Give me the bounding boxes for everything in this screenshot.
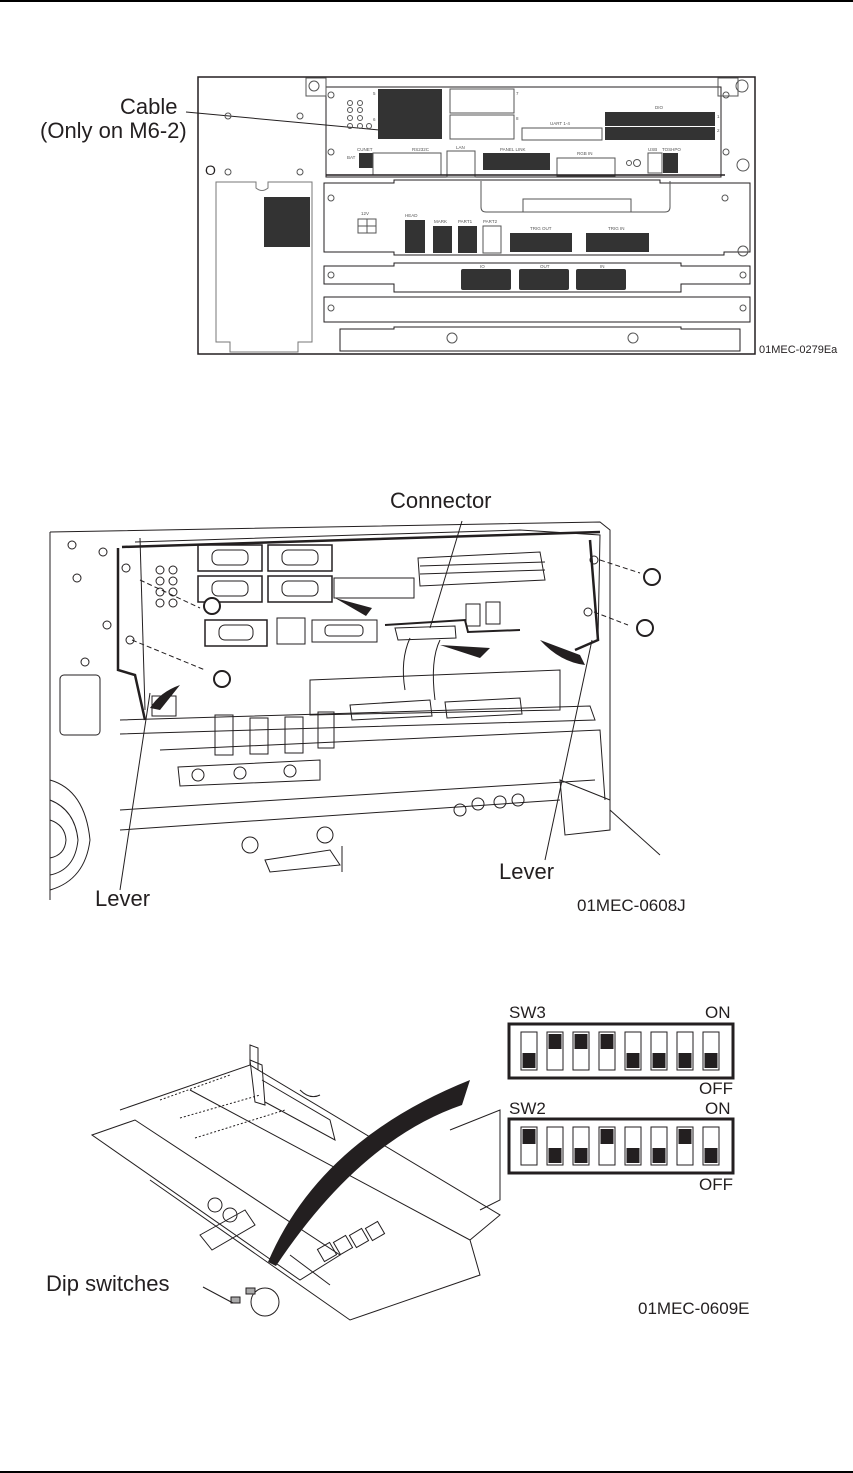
slot-7-label: 7 [516,91,519,96]
sw3-on-label: ON [705,1003,731,1023]
figure-id-1: 01MEC-0279Ea [759,344,837,356]
screw-hole [297,169,303,175]
screw-icon [644,569,660,585]
uart-connector [522,128,602,140]
label-block [264,197,310,247]
slot-7-connector [450,89,514,113]
dip-switch-6-knob-off [653,1148,666,1163]
slot-5-label: 5 [373,91,376,96]
sw2-switch-bank [507,1117,735,1175]
toshpo-label: TOSHPO [662,147,681,152]
curved-arrow-icon [540,640,585,665]
toshpo-connector [663,153,678,173]
screw-hole [297,113,303,119]
dip-switch-4-knob-on [601,1129,614,1144]
arrow-icon [335,598,372,616]
sw3-label: SW3 [509,1003,546,1023]
trig-out-connector [510,233,572,252]
cunet-connector [359,153,373,168]
usb-port [648,153,662,173]
dio-1-label: 1 [717,114,720,119]
lan-port [447,151,475,177]
out-connector [519,269,569,290]
screw-icon [637,620,653,636]
dio-2-label: 2 [717,128,720,133]
cunet-label: CUNET [357,147,373,152]
dip-switch-2-knob-off [549,1148,562,1163]
dip-switch-3-knob-off [575,1148,588,1163]
slot-5-connector [378,89,442,115]
dip-switches-callout-label: Dip switches [46,1272,169,1296]
lan-label: LAN [456,145,465,150]
sw2-off-label: OFF [699,1175,733,1195]
bat-label: BAT [347,155,356,160]
dip-switch-1-knob-on [523,1129,536,1144]
dip-leader-line [203,1287,233,1303]
dio-label: DIO [655,105,664,110]
arrow-icon [440,645,490,658]
dio-connector-2 [605,127,715,140]
sw3-off-label: OFF [699,1079,733,1099]
dip-switch-8-knob-off [705,1148,718,1163]
in-connector [576,269,626,290]
dip-switch-5-knob-off [627,1148,640,1163]
io-label: IO [480,264,485,269]
panel-link-label: PANEL LINK [500,147,526,152]
dip-switch-marker [246,1288,255,1294]
rear-panel-diagram: O 5 6 7 8 UART 1-4 DIO 1 2 CUNET BAT RS2… [0,0,853,380]
trig-in-label: TRIG IN [608,226,625,231]
part1-label: PART1 [458,219,473,224]
dip-switch-8-knob-off [705,1053,718,1068]
io-connector [461,269,511,290]
figure-id-3: 01MEC-0609E [638,1299,750,1319]
mark-connector [433,226,452,253]
dip-switch-6-knob-off [653,1053,666,1068]
slot-8-connector [450,115,514,139]
sw2-label: SW2 [509,1099,546,1119]
lever-left-leader-line [120,693,150,890]
dip-switch-7-knob-off [679,1053,692,1068]
o-mark: O [205,162,216,178]
dip-switch-3-knob-on [575,1034,588,1049]
dip-switch-5-knob-off [627,1053,640,1068]
part2-label: PART2 [483,219,498,224]
sw3-switch-bank [507,1022,735,1080]
rs232c-connector [373,153,441,175]
rgb-in-label: RGB IN [577,151,593,156]
zoom-callout-wedge [268,1080,470,1266]
dio-connector-1 [605,112,715,126]
12v-label: 12V [361,211,369,216]
out-label: OUT [540,264,550,269]
part2-connector [483,226,501,253]
mark-label: MARK [434,219,447,224]
trig-out-label: TRIG OUT [530,226,552,231]
rs232c-label: RS232C [412,147,430,152]
sw2-on-label: ON [705,1099,731,1119]
switch-bank-frame [509,1024,733,1078]
panel-link-connector [483,153,550,170]
slot-6-label: 6 [373,117,376,122]
dip-switch-7-knob-on [679,1129,692,1144]
screw-icon [204,598,220,614]
usb-label: USB [648,147,657,152]
dip-switch-4-knob-on [601,1034,614,1049]
trig-in-connector [586,233,649,252]
board-removal-illustration [0,480,853,900]
switch-bank-frame [509,1119,733,1173]
slot-8-label: 8 [516,116,519,121]
in-label: IN [600,264,605,269]
slot-6-connector [378,115,442,139]
lever-right-leader-line [545,640,592,860]
dip-switch-1-knob-off [523,1053,536,1068]
head-label: HEAD [405,213,418,218]
screw-icon [214,671,230,687]
part1-connector [458,226,477,253]
dip-switch-2-knob-on [549,1034,562,1049]
rgb-in-connector [557,158,615,176]
screw-hole [225,169,231,175]
uart-label: UART 1-4 [550,121,570,126]
head-connector [405,220,425,253]
